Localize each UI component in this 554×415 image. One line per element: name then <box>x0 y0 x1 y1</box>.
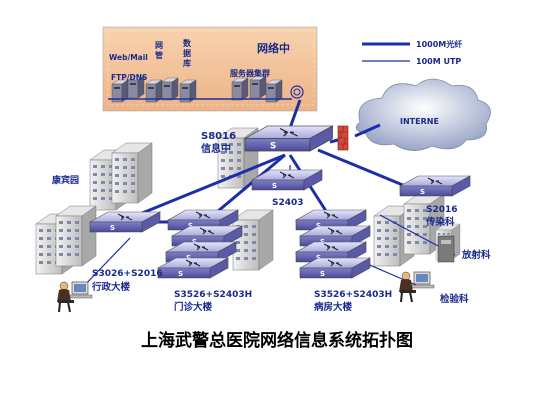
label-outpatient-name: 门诊大楼 <box>174 301 213 313</box>
switch-admin-icon <box>89 211 161 233</box>
label-internet: INTERNE <box>400 117 439 126</box>
label-ward-model: S3526+S2403H <box>314 290 392 300</box>
label-datacenter-title: 网络中 <box>257 41 290 55</box>
workstation-lab-icon <box>398 271 435 303</box>
label-database: 数据库 <box>183 38 192 68</box>
label-core-switch: S8016 <box>201 131 236 142</box>
cloud-shape <box>355 78 491 151</box>
label-infect-name: 传染科 <box>425 216 455 228</box>
switch-infect-icon <box>399 175 471 197</box>
label-ftp-dns: FTP/DNS <box>111 73 147 82</box>
legend-fiber-label: 1000M光纤 <box>416 39 462 49</box>
workstation-admin-icon <box>56 281 93 313</box>
legend-utp-label: 100M UTP <box>416 57 461 66</box>
firewall-icon <box>337 125 349 151</box>
label-infect-model: S2016 <box>426 205 458 215</box>
label-ward-name: 病房大楼 <box>314 301 353 313</box>
datacenter-panel: Web/Mail FTP/DNS 网管 数据库 网络中 服务器集群 <box>102 26 318 112</box>
label-info-center: 信息中 <box>201 142 231 155</box>
internet-cloud: INTERNE <box>355 78 491 151</box>
link-coil-icon <box>290 85 304 99</box>
label-admin-model: S3026+S2016 <box>92 269 163 279</box>
building-admin <box>35 205 97 275</box>
legend: 1000M光纤 100M UTP <box>362 39 462 66</box>
label-s2403-top: S2403 <box>272 198 304 208</box>
label-lab: 检验科 <box>440 293 469 305</box>
label-server-cluster: 服务器集群 <box>230 68 270 78</box>
label-network-mgmt: 网管 <box>155 41 163 60</box>
label-guest-building: 康宾园 <box>52 174 79 186</box>
label-radiology: 放射科 <box>461 249 491 261</box>
building-guest <box>89 142 153 211</box>
server-icon <box>161 77 179 101</box>
server-icon <box>231 77 249 101</box>
server-icon <box>249 75 267 99</box>
radiology-machine-icon <box>437 235 455 263</box>
building-outpatient <box>232 209 274 271</box>
label-outpatient-model: S3526+S2403H <box>174 290 252 300</box>
label-admin-name: 行政大楼 <box>91 281 131 293</box>
diagram-title: 上海武警总医院网络信息系统拓扑图 <box>141 330 413 351</box>
label-web-mail: Web/Mail <box>109 53 148 62</box>
